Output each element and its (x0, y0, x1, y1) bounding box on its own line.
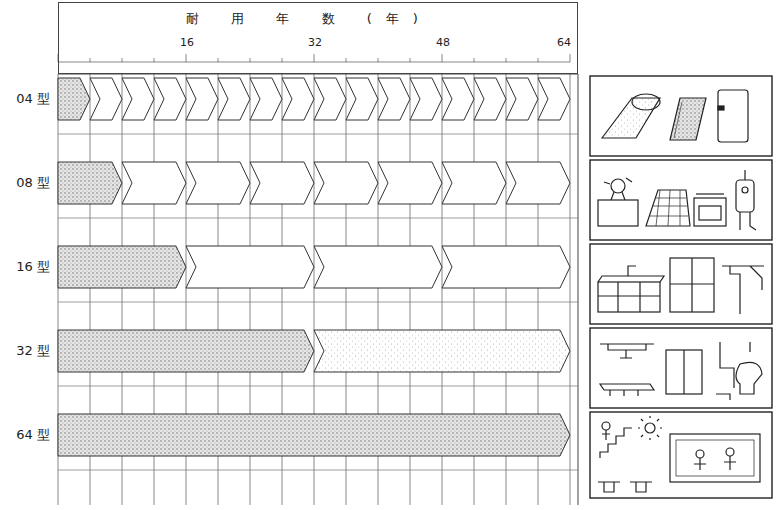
icon-services (590, 328, 772, 408)
axis-tick (346, 58, 347, 62)
axis-tick (154, 58, 155, 62)
axis-title: 耐 用 年 数 (年) (184, 11, 434, 27)
lifespan-chevron (506, 162, 570, 204)
axis-tick (314, 54, 315, 62)
lifespan-chevron (58, 246, 186, 288)
grid-line (570, 74, 571, 505)
axis-tick (442, 54, 443, 62)
axis-tick-label: 64 (555, 35, 573, 51)
lifespan-chevron (474, 78, 506, 120)
lifespan-chevron (538, 78, 570, 120)
lifespan-chevron (314, 246, 442, 288)
row-line (58, 134, 578, 135)
icon-panels (590, 76, 772, 498)
type-label: 64 型 (14, 427, 52, 443)
lifespan-chevron (186, 78, 218, 120)
lifespan-chevron (218, 78, 250, 120)
type-label: 32 型 (14, 343, 52, 359)
lifespan-chevron (122, 162, 186, 204)
lifespan-chevron (378, 78, 410, 120)
axis-tick (282, 58, 283, 62)
grid-lines (58, 54, 578, 505)
axis-tick (506, 58, 507, 62)
chevron-rows (58, 78, 570, 456)
lifespan-chevron (282, 78, 314, 120)
lifespan-chevron (122, 78, 154, 120)
lifespan-chevron (442, 246, 570, 288)
lifespan-chevron (314, 330, 570, 372)
axis-tick (538, 58, 539, 62)
lifespan-chevron (58, 414, 570, 456)
icon-equipment (590, 160, 772, 240)
row-line (58, 302, 578, 303)
type-label: 08 型 (14, 175, 52, 191)
lifespan-chevron (442, 78, 474, 120)
lifespan-chevron (58, 330, 314, 372)
axis-tick (570, 54, 571, 62)
lifespan-chevron (186, 162, 250, 204)
lifespan-chevron (314, 162, 378, 204)
lifespan-chevron (58, 78, 90, 120)
axis-tick (122, 58, 123, 62)
axis-tick (474, 58, 475, 62)
icon-structure (590, 412, 772, 498)
type-label: 16 型 (14, 259, 52, 275)
type-label: 04 型 (14, 91, 52, 107)
lifespan-chevron (250, 162, 314, 204)
lifespan-chevron (410, 78, 442, 120)
lifespan-chevron (58, 162, 122, 204)
icon-fixtures (590, 244, 772, 324)
lifespan-chevron (90, 78, 122, 120)
lifespan-chevron (442, 162, 506, 204)
row-line (58, 218, 578, 219)
row-line (58, 470, 578, 471)
lifespan-chevron (346, 78, 378, 120)
lifespan-chevron (154, 78, 186, 120)
lifespan-chevron (506, 78, 538, 120)
axis-tick-label: 16 (178, 35, 196, 51)
axis-header-box: 耐 用 年 数 (年) 16 32 48 64 (58, 2, 578, 74)
chart-border (578, 74, 579, 505)
axis-tick (250, 58, 251, 62)
axis-tick (378, 58, 379, 62)
lifespan-chevron (378, 162, 442, 204)
axis-tick (410, 58, 411, 62)
axis-tick (90, 58, 91, 62)
row-line (58, 386, 578, 387)
axis-tick-label: 32 (306, 35, 324, 51)
icon-finishes (590, 76, 772, 156)
axis-tick (186, 54, 187, 62)
lifespan-chevron (314, 78, 346, 120)
axis-tick (218, 58, 219, 62)
axis-tick-label: 48 (434, 35, 452, 51)
lifespan-chevron (250, 78, 282, 120)
lifespan-chevron (186, 246, 314, 288)
